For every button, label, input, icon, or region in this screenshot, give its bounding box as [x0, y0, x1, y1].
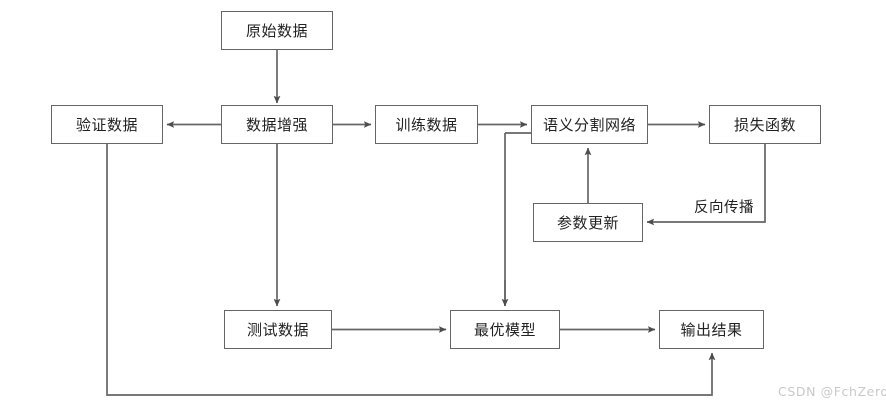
node-output-result-label: 输出结果 — [680, 321, 743, 339]
node-data-augmentation-label: 数据增强 — [245, 116, 308, 134]
node-loss-function-label: 损失函数 — [733, 116, 796, 134]
edge-train-branch-to-bestmodel — [504, 132, 531, 306]
watermark: CSDN @FchZero — [778, 384, 886, 399]
node-best-model[interactable]: 最优模型 — [450, 310, 560, 349]
node-parameter-update[interactable]: 参数更新 — [533, 203, 643, 242]
edge-label-backpropagation: 反向传播 — [692, 196, 756, 217]
edge-label-backpropagation-text: 反向传播 — [694, 200, 754, 216]
node-test-data[interactable]: 测试数据 — [224, 310, 332, 349]
node-raw-data-label: 原始数据 — [245, 22, 308, 40]
node-training-data[interactable]: 训练数据 — [375, 105, 478, 144]
node-loss-function[interactable]: 损失函数 — [709, 105, 821, 144]
node-parameter-update-label: 参数更新 — [556, 214, 619, 232]
node-training-data-label: 训练数据 — [395, 116, 458, 134]
node-best-model-label: 最优模型 — [473, 321, 536, 339]
node-raw-data[interactable]: 原始数据 — [221, 11, 333, 50]
edge-val-feedback-loop — [106, 144, 716, 396]
node-segmentation-network[interactable]: 语义分割网络 — [531, 105, 648, 144]
node-validation-data-label: 验证数据 — [75, 116, 138, 134]
node-validation-data[interactable]: 验证数据 — [51, 105, 163, 144]
node-test-data-label: 测试数据 — [246, 321, 309, 339]
watermark-text: CSDN @FchZero — [778, 384, 886, 399]
node-data-augmentation[interactable]: 数据增强 — [221, 105, 333, 144]
node-segmentation-network-label: 语义分割网络 — [542, 116, 636, 134]
node-output-result[interactable]: 输出结果 — [659, 310, 764, 349]
